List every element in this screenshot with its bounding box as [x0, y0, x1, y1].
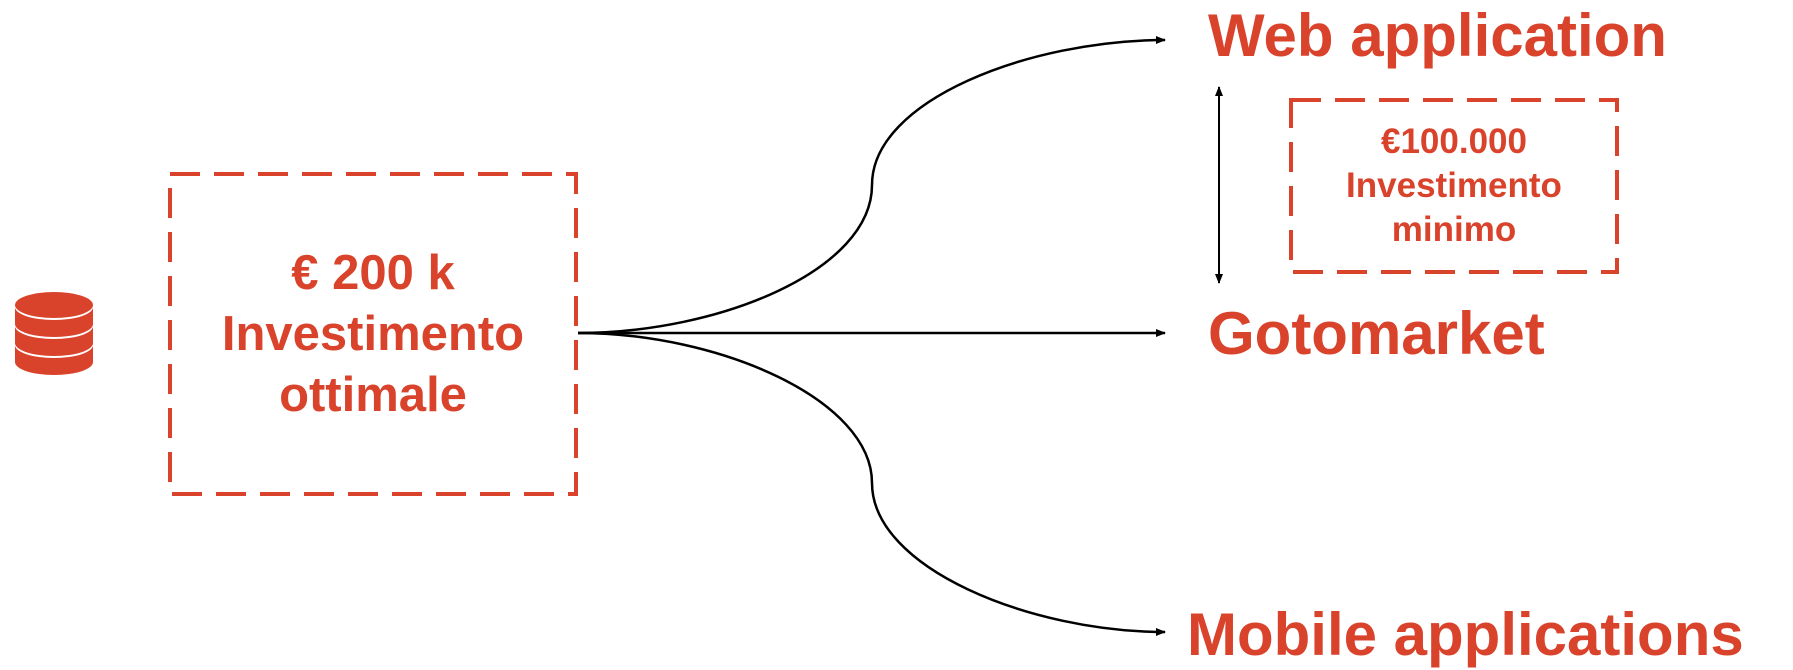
gotomarket-label: Gotomarket: [1208, 300, 1545, 367]
web-application-label: Web application: [1208, 2, 1667, 69]
optimal-investment-line1: Investimento: [221, 306, 525, 361]
arrow-to-web-application: [577, 36, 1166, 335]
minimum-investment-amount: €100.000: [1381, 122, 1527, 161]
minimum-investment-line2: minimo: [1391, 210, 1517, 249]
minimum-investment-box-border: [1289, 98, 1619, 274]
mobile-applications-label: Mobile applications: [1187, 601, 1744, 668]
optimal-investment-amount: € 200 k: [291, 245, 455, 300]
arrow-to-mobile-applications: [577, 331, 1166, 636]
minimum-investment-line1: Investimento: [1346, 166, 1562, 205]
minimum-investment-box: €100.000 Investimento minimo: [1289, 98, 1619, 274]
database-icon: [15, 292, 93, 375]
optimal-investment-box: € 200 k Investimento ottimale: [168, 172, 578, 496]
optimal-investment-box-border: [168, 172, 578, 496]
optimal-investment-line2: ottimale: [279, 367, 467, 422]
